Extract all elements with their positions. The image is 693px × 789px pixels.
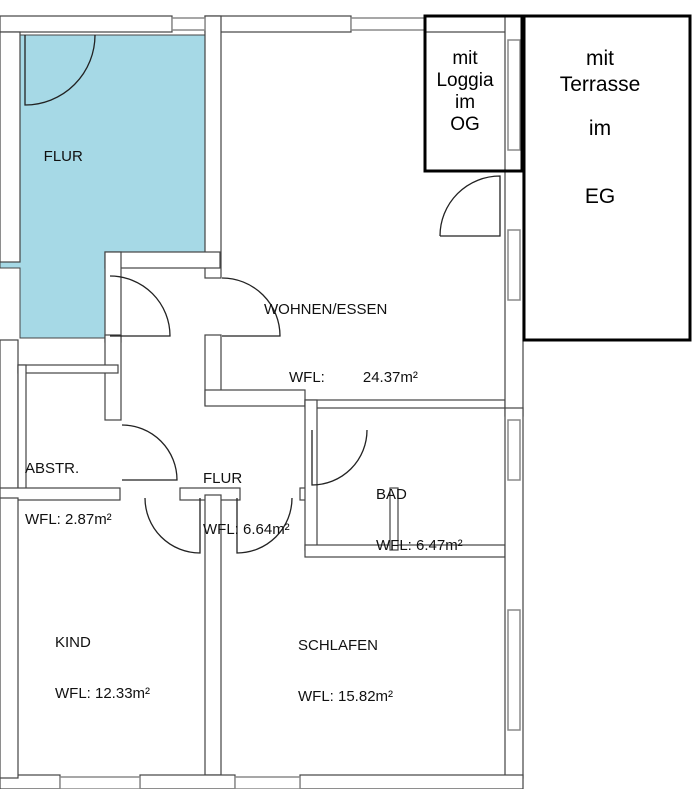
wall-segment: [204, 15, 352, 33]
window: [507, 419, 521, 481]
room-area: WFL: 12.33m²: [55, 685, 151, 702]
area-label: WFL:: [289, 369, 325, 386]
wall-segment: [104, 251, 122, 343]
room-label-wohnen: WOHNEN/ESSEN WFL: 24.37m²: [264, 267, 418, 437]
window: [171, 17, 206, 31]
room-name: SCHLAFEN: [298, 637, 379, 654]
door-swing-hallway: [109, 275, 171, 337]
windows: [59, 17, 521, 789]
walls: [0, 15, 524, 789]
room-label-kind: KIND WFL: 12.33m²: [55, 600, 150, 736]
loggia-box: [423, 14, 524, 173]
window: [507, 229, 521, 301]
loggia-line: im: [454, 92, 476, 113]
terrasse-line: im: [588, 117, 612, 140]
room-label-flur-lower: FLUR WFL: 6.64m²: [203, 436, 290, 572]
door-swing-terrace: [439, 175, 501, 237]
room-name: BAD: [376, 486, 407, 503]
room-area: 24.37m²: [362, 369, 418, 386]
loggia-line: Loggia: [436, 70, 494, 91]
room-name: ABSTR.: [25, 460, 80, 477]
room-area: WFL: 2.87m²: [25, 511, 112, 528]
wall-segment: [104, 334, 122, 421]
terrasse-line: mit: [586, 47, 614, 70]
loggia-note: mit Loggia im OG: [425, 48, 505, 136]
wall-segment: [204, 389, 306, 407]
room-area: WFL: 15.82m²: [298, 688, 394, 705]
door-swing-schlafen: [236, 497, 293, 554]
wall-segment: [0, 31, 21, 263]
wall-segment: [0, 497, 19, 779]
room-name: KIND: [55, 634, 91, 651]
loggia-line: mit: [452, 48, 478, 69]
window: [350, 17, 426, 31]
wall-segment: [139, 774, 236, 789]
window: [59, 776, 141, 789]
window: [507, 39, 521, 151]
room-name: FLUR: [203, 470, 243, 487]
wall-segment: [0, 487, 121, 501]
room-label-bad: BAD WFL: 6.47m²: [376, 452, 463, 588]
wall-segment: [17, 364, 119, 374]
door-swings: [24, 34, 501, 554]
room-area: WFL: 6.64m²: [203, 521, 290, 538]
room-label-abstr: ABSTR. WFL: 2.87m²: [25, 426, 112, 562]
window: [507, 609, 521, 731]
door-swing-abstr: [121, 424, 178, 481]
wall-segment: [204, 15, 222, 279]
window: [234, 776, 301, 789]
terrasse-note: mit Terrasse im EG: [527, 46, 673, 210]
door-swing-living: [221, 277, 281, 337]
wall-segment: [0, 339, 19, 491]
room-label-schlafen: SCHLAFEN WFL: 15.82m²: [298, 603, 393, 739]
wall-segment: [104, 251, 221, 269]
door-swing-entrance: [24, 34, 96, 106]
loggia-line: OG: [450, 114, 480, 135]
wall-segment: [0, 15, 173, 33]
wall-segment: [299, 774, 524, 789]
terrasse-line: Terrasse: [559, 73, 641, 96]
room-name: FLUR: [43, 148, 83, 165]
terrasse-box: [522, 14, 692, 342]
terrasse-line: EG: [584, 185, 616, 208]
room-label-flur-upper: FLUR: [27, 131, 83, 182]
room-area: WFL: 6.47m²: [376, 537, 463, 554]
door-swing-kind: [144, 497, 201, 554]
room-name: WOHNEN/ESSEN: [264, 301, 388, 318]
wall-segment: [389, 487, 399, 551]
door-swing-bad: [311, 429, 368, 486]
